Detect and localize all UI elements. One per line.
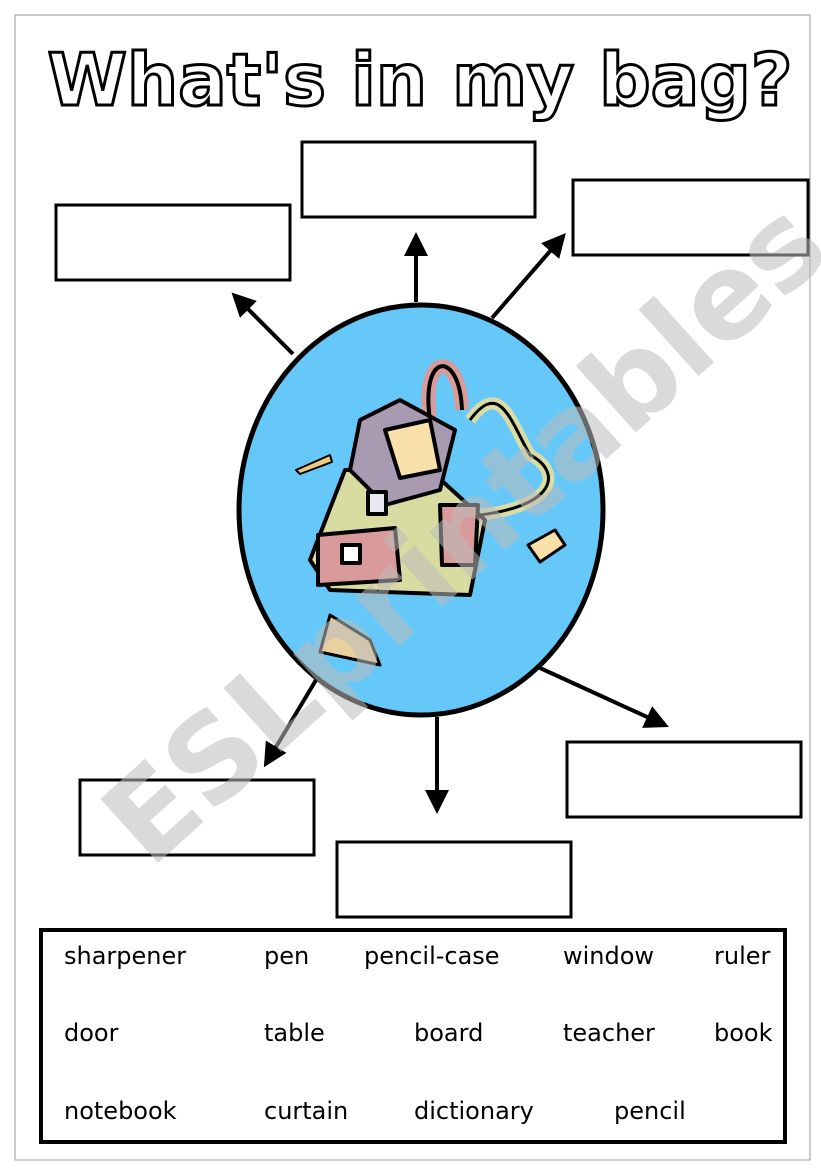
- word: dictionary: [414, 1097, 534, 1125]
- worksheet-title: What's in my bag?: [47, 38, 792, 122]
- answer-box-5[interactable]: [78, 778, 316, 857]
- word: book: [714, 1019, 773, 1047]
- word-bank-row-2: door table board teacher book: [64, 1019, 773, 1047]
- answer-box-2[interactable]: [54, 203, 292, 282]
- word: teacher: [563, 1019, 655, 1047]
- answer-box-1[interactable]: [300, 140, 537, 219]
- answer-box-4[interactable]: [565, 740, 803, 819]
- word: door: [64, 1019, 119, 1047]
- word: sharpener: [64, 942, 186, 970]
- arrow-top-left: [231, 292, 295, 356]
- page-frame: [14, 14, 811, 1161]
- word: curtain: [264, 1097, 348, 1125]
- word-bank: [39, 928, 787, 1144]
- arrow-bottom-right: [539, 666, 669, 728]
- word: table: [264, 1019, 325, 1047]
- word: pencil-case: [364, 942, 500, 970]
- schoolbag-illustration: [295, 359, 567, 667]
- word: pencil: [614, 1097, 686, 1125]
- word-bank-row-1: sharpener pen pencil-case window ruler: [64, 942, 771, 970]
- word: notebook: [64, 1097, 177, 1125]
- word: pen: [264, 942, 309, 970]
- word-bank-row-3: notebook curtain dictionary pencil: [64, 1097, 686, 1125]
- word: window: [563, 942, 654, 970]
- arrow-bottom-left: [263, 678, 318, 768]
- answer-box-6[interactable]: [335, 840, 573, 919]
- arrow-top-right: [490, 232, 566, 320]
- answer-box-3[interactable]: [571, 178, 810, 257]
- word: board: [414, 1019, 483, 1047]
- word: ruler: [714, 942, 771, 970]
